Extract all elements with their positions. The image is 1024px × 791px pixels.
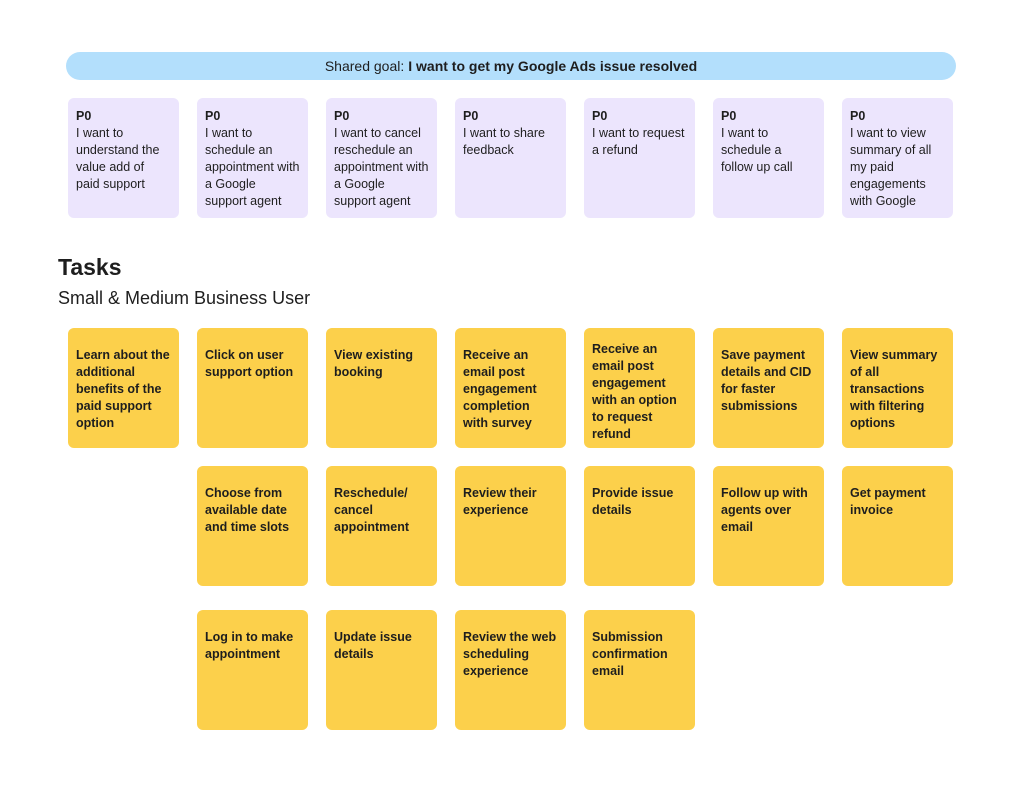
task-card[interactable]: Choose from available date and time slot… bbox=[197, 466, 308, 586]
task-card[interactable]: Submission confirmation email bbox=[584, 610, 695, 730]
goal-priority: P0 bbox=[721, 109, 737, 123]
task-card[interactable]: Receive an email post engagement with an… bbox=[584, 328, 695, 448]
goal-card[interactable]: P0 I want to share feedback bbox=[455, 98, 566, 218]
goal-priority: P0 bbox=[850, 109, 866, 123]
goal-priority: P0 bbox=[76, 109, 92, 123]
goal-text: I want to cancel reschedule an appointme… bbox=[334, 126, 429, 208]
shared-goal-text: I want to get my Google Ads issue resolv… bbox=[408, 58, 698, 74]
task-card[interactable]: Follow up with agents over email bbox=[713, 466, 824, 586]
goal-text: I want to schedule a follow up call bbox=[721, 126, 793, 174]
goal-card[interactable]: P0 I want to request a refund bbox=[584, 98, 695, 218]
goal-priority: P0 bbox=[592, 109, 608, 123]
task-card[interactable]: Review their experience bbox=[455, 466, 566, 586]
task-card[interactable]: Update issue details bbox=[326, 610, 437, 730]
tasks-subtitle: Small & Medium Business User bbox=[58, 288, 311, 308]
task-card[interactable]: Log in to make appointment bbox=[197, 610, 308, 730]
goal-text: I want to schedule an appointment with a… bbox=[205, 126, 300, 208]
task-card[interactable]: Get payment invoice bbox=[842, 466, 953, 586]
goal-card[interactable]: P0 I want to cancel reschedule an appoin… bbox=[326, 98, 437, 218]
task-card[interactable]: Click on user support option bbox=[197, 328, 308, 448]
task-card[interactable]: Reschedule/ cancel appointment bbox=[326, 466, 437, 586]
task-card[interactable]: Provide issue details bbox=[584, 466, 695, 586]
goal-card[interactable]: P0 I want to schedule an appointment wit… bbox=[197, 98, 308, 218]
tasks-heading: Tasks bbox=[58, 254, 122, 280]
goal-text: I want to request a refund bbox=[592, 126, 685, 157]
goal-priority: P0 bbox=[205, 109, 221, 123]
goal-card[interactable]: P0 I want to view summary of all my paid… bbox=[842, 98, 953, 218]
task-card[interactable]: Review the web scheduling experience bbox=[455, 610, 566, 730]
shared-goal-banner: Shared goal: I want to get my Google Ads… bbox=[66, 52, 956, 80]
task-card[interactable]: View summary of all transactions with fi… bbox=[842, 328, 953, 448]
goal-text: I want to understand the value add of pa… bbox=[76, 126, 160, 191]
task-card[interactable]: Save payment details and CID for faster … bbox=[713, 328, 824, 448]
goal-text: I want to view summary of all my paid en… bbox=[850, 126, 932, 208]
task-card[interactable]: Learn about the additional benefits of t… bbox=[68, 328, 179, 448]
goal-card[interactable]: P0 I want to schedule a follow up call bbox=[713, 98, 824, 218]
goal-card[interactable]: P0 I want to understand the value add of… bbox=[68, 98, 179, 218]
shared-goal-prefix: Shared goal: bbox=[324, 58, 405, 74]
goal-priority: P0 bbox=[463, 109, 479, 123]
task-card[interactable]: View existing booking bbox=[326, 328, 437, 448]
goal-text: I want to share feedback bbox=[463, 126, 545, 157]
goal-priority: P0 bbox=[334, 109, 350, 123]
task-card[interactable]: Receive an email post engagement complet… bbox=[455, 328, 566, 448]
